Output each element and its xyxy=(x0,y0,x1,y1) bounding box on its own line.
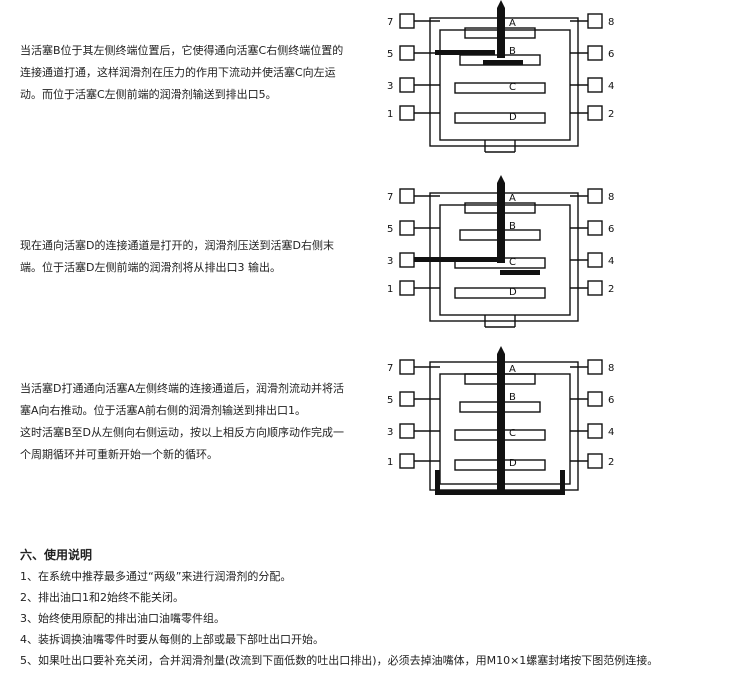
port-label-8: 8 xyxy=(608,363,614,374)
piston-label-d: D xyxy=(509,458,517,469)
port-label-4: 4 xyxy=(608,81,614,92)
paragraph-line: 这时活塞B至D从左侧向右侧运动，按以上相反方向顺序动作完成一 xyxy=(20,426,345,439)
paragraph-line: 当活塞D打通通向活塞A左侧终端的连接通道后，润滑剂流动并将活 xyxy=(20,382,344,395)
list-item: 5、如果吐出口要补充关闭，合并润滑剂量(改流到下面低数的吐出口排出)，必须去掉油… xyxy=(20,654,659,667)
list-item: 1、在系统中推荐最多通过“两级”来进行润滑剂的分配。 xyxy=(20,570,292,583)
list-item: 2、排出油口1和2始终不能关闭。 xyxy=(20,591,184,604)
port-label-7: 7 xyxy=(387,192,393,203)
port-label-2: 2 xyxy=(608,109,614,120)
port-label-1: 1 xyxy=(387,457,393,468)
port-label-8: 8 xyxy=(608,17,614,28)
piston-label-a: A xyxy=(509,18,516,29)
piston-label-b: B xyxy=(509,392,516,403)
port-label-6: 6 xyxy=(608,395,614,406)
port-label-8: 8 xyxy=(608,192,614,203)
piston-label-c: C xyxy=(509,257,516,268)
piston-label-d: D xyxy=(509,287,517,298)
paragraph-line: 连接通道打通，这样润滑剂在压力的作用下流动并使活塞C向左运 xyxy=(20,66,336,79)
description-paragraph-3: 当活塞D打通通向活塞A左侧终端的连接通道后，润滑剂流动并将活 塞A向右推动。位于… xyxy=(20,378,344,466)
description-paragraph-2: 现在通向活塞D的连接通道是打开的，润滑剂压送到活塞D右侧末 端。位于活塞D左侧前… xyxy=(20,235,334,279)
distributor-diagram-svg: 7 5 3 1 8 6 4 2 A B C D xyxy=(387,175,614,328)
port-label-3: 3 xyxy=(387,427,393,438)
piston-label-a: A xyxy=(509,364,516,375)
paragraph-line: 现在通向活塞D的连接通道是打开的，润滑剂压送到活塞D右侧末 xyxy=(20,239,334,252)
piston-label-c: C xyxy=(509,82,516,93)
port-label-3: 3 xyxy=(387,81,393,92)
piston-label-b: B xyxy=(509,221,516,232)
piston-label-a: A xyxy=(509,193,516,204)
port-label-4: 4 xyxy=(608,256,614,267)
distributor-diagram-3: 7 5 3 1 8 6 4 2 A B C D xyxy=(375,340,625,510)
piston-label-d: D xyxy=(509,112,517,123)
distributor-diagram-svg: 7 5 3 1 8 6 4 2 A B C D xyxy=(387,346,614,495)
port-label-6: 6 xyxy=(608,224,614,235)
port-label-1: 1 xyxy=(387,109,393,120)
port-label-2: 2 xyxy=(608,284,614,295)
paragraph-line: 动。而位于活塞C左侧前端的润滑剂输送到排出口5。 xyxy=(20,88,277,101)
list-item: 4、装拆调换油嘴零件时要从每侧的上部或最下部吐出口开始。 xyxy=(20,633,324,646)
distributor-diagram-svg: 7 5 3 1 8 6 4 2 A B C D xyxy=(387,0,614,153)
port-label-7: 7 xyxy=(387,363,393,374)
port-label-6: 6 xyxy=(608,49,614,60)
distributor-diagram-1: 7 5 3 1 8 6 4 2 A B C D xyxy=(375,0,625,165)
port-label-5: 5 xyxy=(387,49,393,60)
paragraph-line: 个周期循环并可重新开始一个新的循环。 xyxy=(20,448,218,461)
port-label-3: 3 xyxy=(387,256,393,267)
paragraph-line: 当活塞B位于其左侧终端位置后，它使得通向活塞C右侧终端位置的 xyxy=(20,44,344,57)
paragraph-line: 塞A向右推动。位于活塞A前右侧的润滑剂输送到排出口1。 xyxy=(20,404,307,417)
port-label-5: 5 xyxy=(387,395,393,406)
distributor-diagram-2: 7 5 3 1 8 6 4 2 A B C D xyxy=(375,175,625,340)
piston-label-c: C xyxy=(509,428,516,439)
usage-list: 1、在系统中推荐最多通过“两级”来进行润滑剂的分配。 2、排出油口1和2始终不能… xyxy=(20,566,658,671)
port-label-1: 1 xyxy=(387,284,393,295)
piston-label-b: B xyxy=(509,46,516,57)
port-label-7: 7 xyxy=(387,17,393,28)
port-label-5: 5 xyxy=(387,224,393,235)
list-item: 3、始终使用原配的排出油口油嘴零件组。 xyxy=(20,612,225,625)
description-paragraph-1: 当活塞B位于其左侧终端位置后，它使得通向活塞C右侧终端位置的 连接通道打通，这样… xyxy=(20,40,343,106)
usage-section-title: 六、使用说明 xyxy=(20,548,93,562)
paragraph-line: 端。位于活塞D左侧前端的润滑剂将从排出口3 输出。 xyxy=(20,261,281,274)
port-label-4: 4 xyxy=(608,427,614,438)
port-label-2: 2 xyxy=(608,457,614,468)
